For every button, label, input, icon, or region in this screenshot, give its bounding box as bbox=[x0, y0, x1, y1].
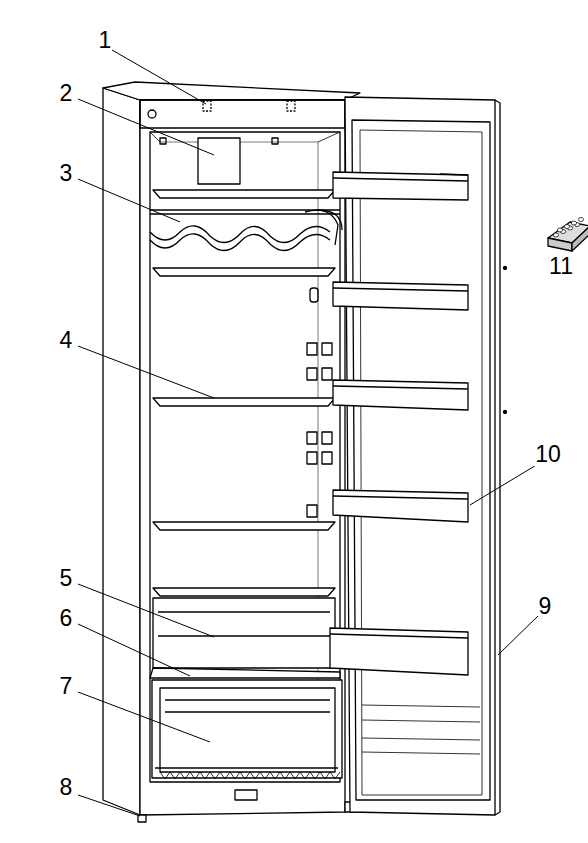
callout-number: 3 bbox=[59, 162, 74, 185]
cabinet-top bbox=[103, 82, 360, 100]
fan-cover bbox=[198, 138, 240, 184]
callout-number: 5 bbox=[59, 567, 74, 590]
floor-grill bbox=[160, 772, 340, 779]
callout-number: 9 bbox=[538, 595, 553, 618]
glass-shelves bbox=[153, 190, 335, 596]
leader-lines bbox=[78, 50, 538, 816]
wine-rack bbox=[150, 210, 342, 251]
cabinet-front bbox=[140, 100, 345, 815]
door-bins bbox=[330, 172, 468, 675]
hinge-mark bbox=[287, 101, 295, 111]
callout-number: 7 bbox=[59, 675, 74, 698]
egg-tray bbox=[548, 218, 588, 252]
callout-number: 4 bbox=[59, 329, 74, 352]
shelf-supports bbox=[307, 288, 332, 517]
badge bbox=[235, 790, 257, 800]
indicator bbox=[148, 110, 156, 118]
callout-number: 1 bbox=[98, 29, 113, 52]
door bbox=[345, 97, 507, 815]
callout-number: 11 bbox=[548, 255, 574, 278]
callout-number: 6 bbox=[59, 607, 74, 630]
crisper-drawer-lower bbox=[152, 680, 342, 778]
crisper-drawer-upper bbox=[150, 598, 340, 678]
callout-number: 8 bbox=[59, 776, 74, 799]
callout-number: 10 bbox=[534, 443, 562, 466]
callout-number: 2 bbox=[59, 82, 74, 105]
control-panel bbox=[140, 100, 345, 128]
